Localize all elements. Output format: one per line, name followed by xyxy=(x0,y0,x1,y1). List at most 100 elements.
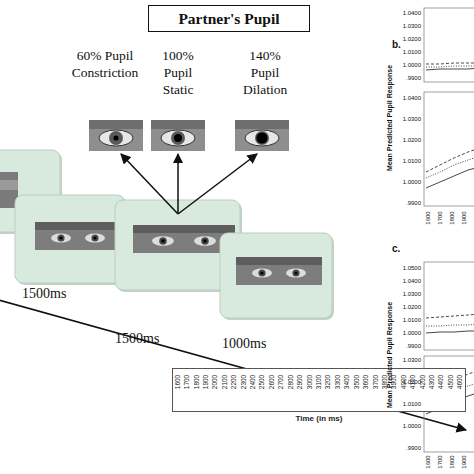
y-tick-label: 1.0000 xyxy=(403,62,421,68)
panel-letter: b. xyxy=(392,40,401,50)
trial-panel xyxy=(220,233,332,318)
y-tick-label: 1.0300 xyxy=(403,291,421,297)
eyes-strip xyxy=(236,257,322,285)
time-tick-label: 3500 xyxy=(353,375,360,389)
eye-white xyxy=(99,130,133,146)
time-tick-label: 1700 xyxy=(184,375,191,389)
data-line xyxy=(426,156,474,178)
y-tick-label: .9900 xyxy=(406,200,421,206)
axis-title: Mean Predicted Pupil Response xyxy=(386,65,393,171)
y-tick-label: 1.0100 xyxy=(403,158,421,164)
eye-pupil xyxy=(161,239,165,243)
time-tick-label: 2300 xyxy=(240,375,247,389)
eye-iris xyxy=(171,131,185,145)
eye-thumbnail xyxy=(89,120,143,129)
data-line xyxy=(426,148,474,172)
axis-title: Time (in ms) xyxy=(296,415,343,423)
eye-white xyxy=(51,234,71,243)
time-tick-label: 2200 xyxy=(231,375,238,389)
eye-iris xyxy=(292,269,299,276)
y-tick-label: 1.0200 xyxy=(403,379,421,385)
time-tick-label: 3300 xyxy=(335,375,342,389)
eyes-strip xyxy=(35,222,120,230)
y-tick-label: 1.0000 xyxy=(403,330,421,336)
eye-pupil xyxy=(174,134,182,142)
time-tick-label: 3200 xyxy=(325,375,332,389)
y-tick-label: 1.0500 xyxy=(403,265,421,271)
condition-label: 60% Pupil Constriction xyxy=(72,47,139,81)
time-tick-label: 2500 xyxy=(259,375,266,389)
time-tick-label: 1600 xyxy=(174,375,181,389)
time-tick-label: 4600 xyxy=(457,375,464,389)
eye-thumbnail xyxy=(89,120,143,151)
timeline-box: 1600170018001900200021002200230024002500… xyxy=(172,368,466,412)
eye-iris xyxy=(57,234,64,241)
axis-title: Mean Predicted Pupil Response xyxy=(386,302,393,408)
y-tick-label: 1.0200 xyxy=(403,137,421,143)
time-tick-label: 3400 xyxy=(344,375,351,389)
condition-label: 140% Pupil Dilation xyxy=(243,47,287,98)
x-tick-label: 1600 xyxy=(425,211,431,224)
x-tick-label: 1700 xyxy=(437,211,443,224)
box-heading: Partner's Pupil xyxy=(178,10,279,28)
trial-panel xyxy=(15,195,125,283)
time-tick-label: 2700 xyxy=(278,375,285,389)
data-line xyxy=(426,324,474,326)
data-line xyxy=(426,331,474,333)
x-tick-label: 1700 xyxy=(437,455,443,468)
time-tick-label: 2600 xyxy=(269,375,276,389)
time-tick-label: 3600 xyxy=(363,375,370,389)
y-tick-label: 1.0300 xyxy=(403,116,421,122)
y-tick-label: 1.0000 xyxy=(403,179,421,185)
data-line xyxy=(426,167,474,188)
time-tick-label: 3000 xyxy=(306,375,313,389)
y-tick-label: .9900 xyxy=(406,343,421,349)
time-tick-label: 2100 xyxy=(222,375,229,389)
time-tick-label: 2000 xyxy=(212,375,219,389)
branch-arrow xyxy=(121,154,178,214)
plot-frame xyxy=(424,8,474,82)
time-tick-label: 3700 xyxy=(372,375,379,389)
y-tick-label: 1.0100 xyxy=(403,401,421,407)
time-tick-label: 2800 xyxy=(287,375,294,389)
eye-thumbnail xyxy=(235,120,289,129)
time-tick-label: 1900 xyxy=(203,375,210,389)
x-tick-label: 1800 xyxy=(449,455,455,468)
data-line xyxy=(426,66,474,67)
face-image xyxy=(0,180,18,190)
eye-pupil xyxy=(113,135,118,140)
branch-arrow xyxy=(178,154,257,214)
eye-pupil xyxy=(256,132,267,143)
time-tick-label: 4300 xyxy=(429,375,436,389)
eye-thumbnail xyxy=(151,120,205,129)
eye-thumbnail xyxy=(235,120,289,151)
eye-iris xyxy=(258,269,265,276)
y-tick-label: 1.0200 xyxy=(403,36,421,42)
eyes-strip xyxy=(35,222,120,250)
eye-white xyxy=(85,234,105,243)
eye-iris xyxy=(109,131,123,145)
time-tick-label: 3100 xyxy=(316,375,323,389)
time-tick-label: 2900 xyxy=(297,375,304,389)
eye-white xyxy=(194,236,216,246)
y-tick-label: 1.0000 xyxy=(403,423,421,429)
eye-thumbnail xyxy=(151,120,205,151)
eye-pupil xyxy=(294,271,297,274)
panel-letter: c. xyxy=(392,244,400,254)
y-tick-label: .9900 xyxy=(406,75,421,81)
y-tick-label: 1.0400 xyxy=(403,278,421,284)
data-line xyxy=(426,63,474,64)
eye-iris xyxy=(159,237,167,245)
data-line xyxy=(426,314,474,318)
branch-arrow xyxy=(177,154,179,214)
condition-label: 100% Pupil Static xyxy=(162,47,194,98)
eye-pupil xyxy=(203,239,207,243)
eye-iris xyxy=(255,131,269,145)
x-tick-label: 1900 xyxy=(461,211,467,224)
y-tick-label: .9900 xyxy=(406,445,421,451)
time-tick-label: 4400 xyxy=(438,375,445,389)
eye-white xyxy=(161,130,195,146)
time-tick-label: 2400 xyxy=(250,375,257,389)
plot-frame xyxy=(424,92,474,206)
